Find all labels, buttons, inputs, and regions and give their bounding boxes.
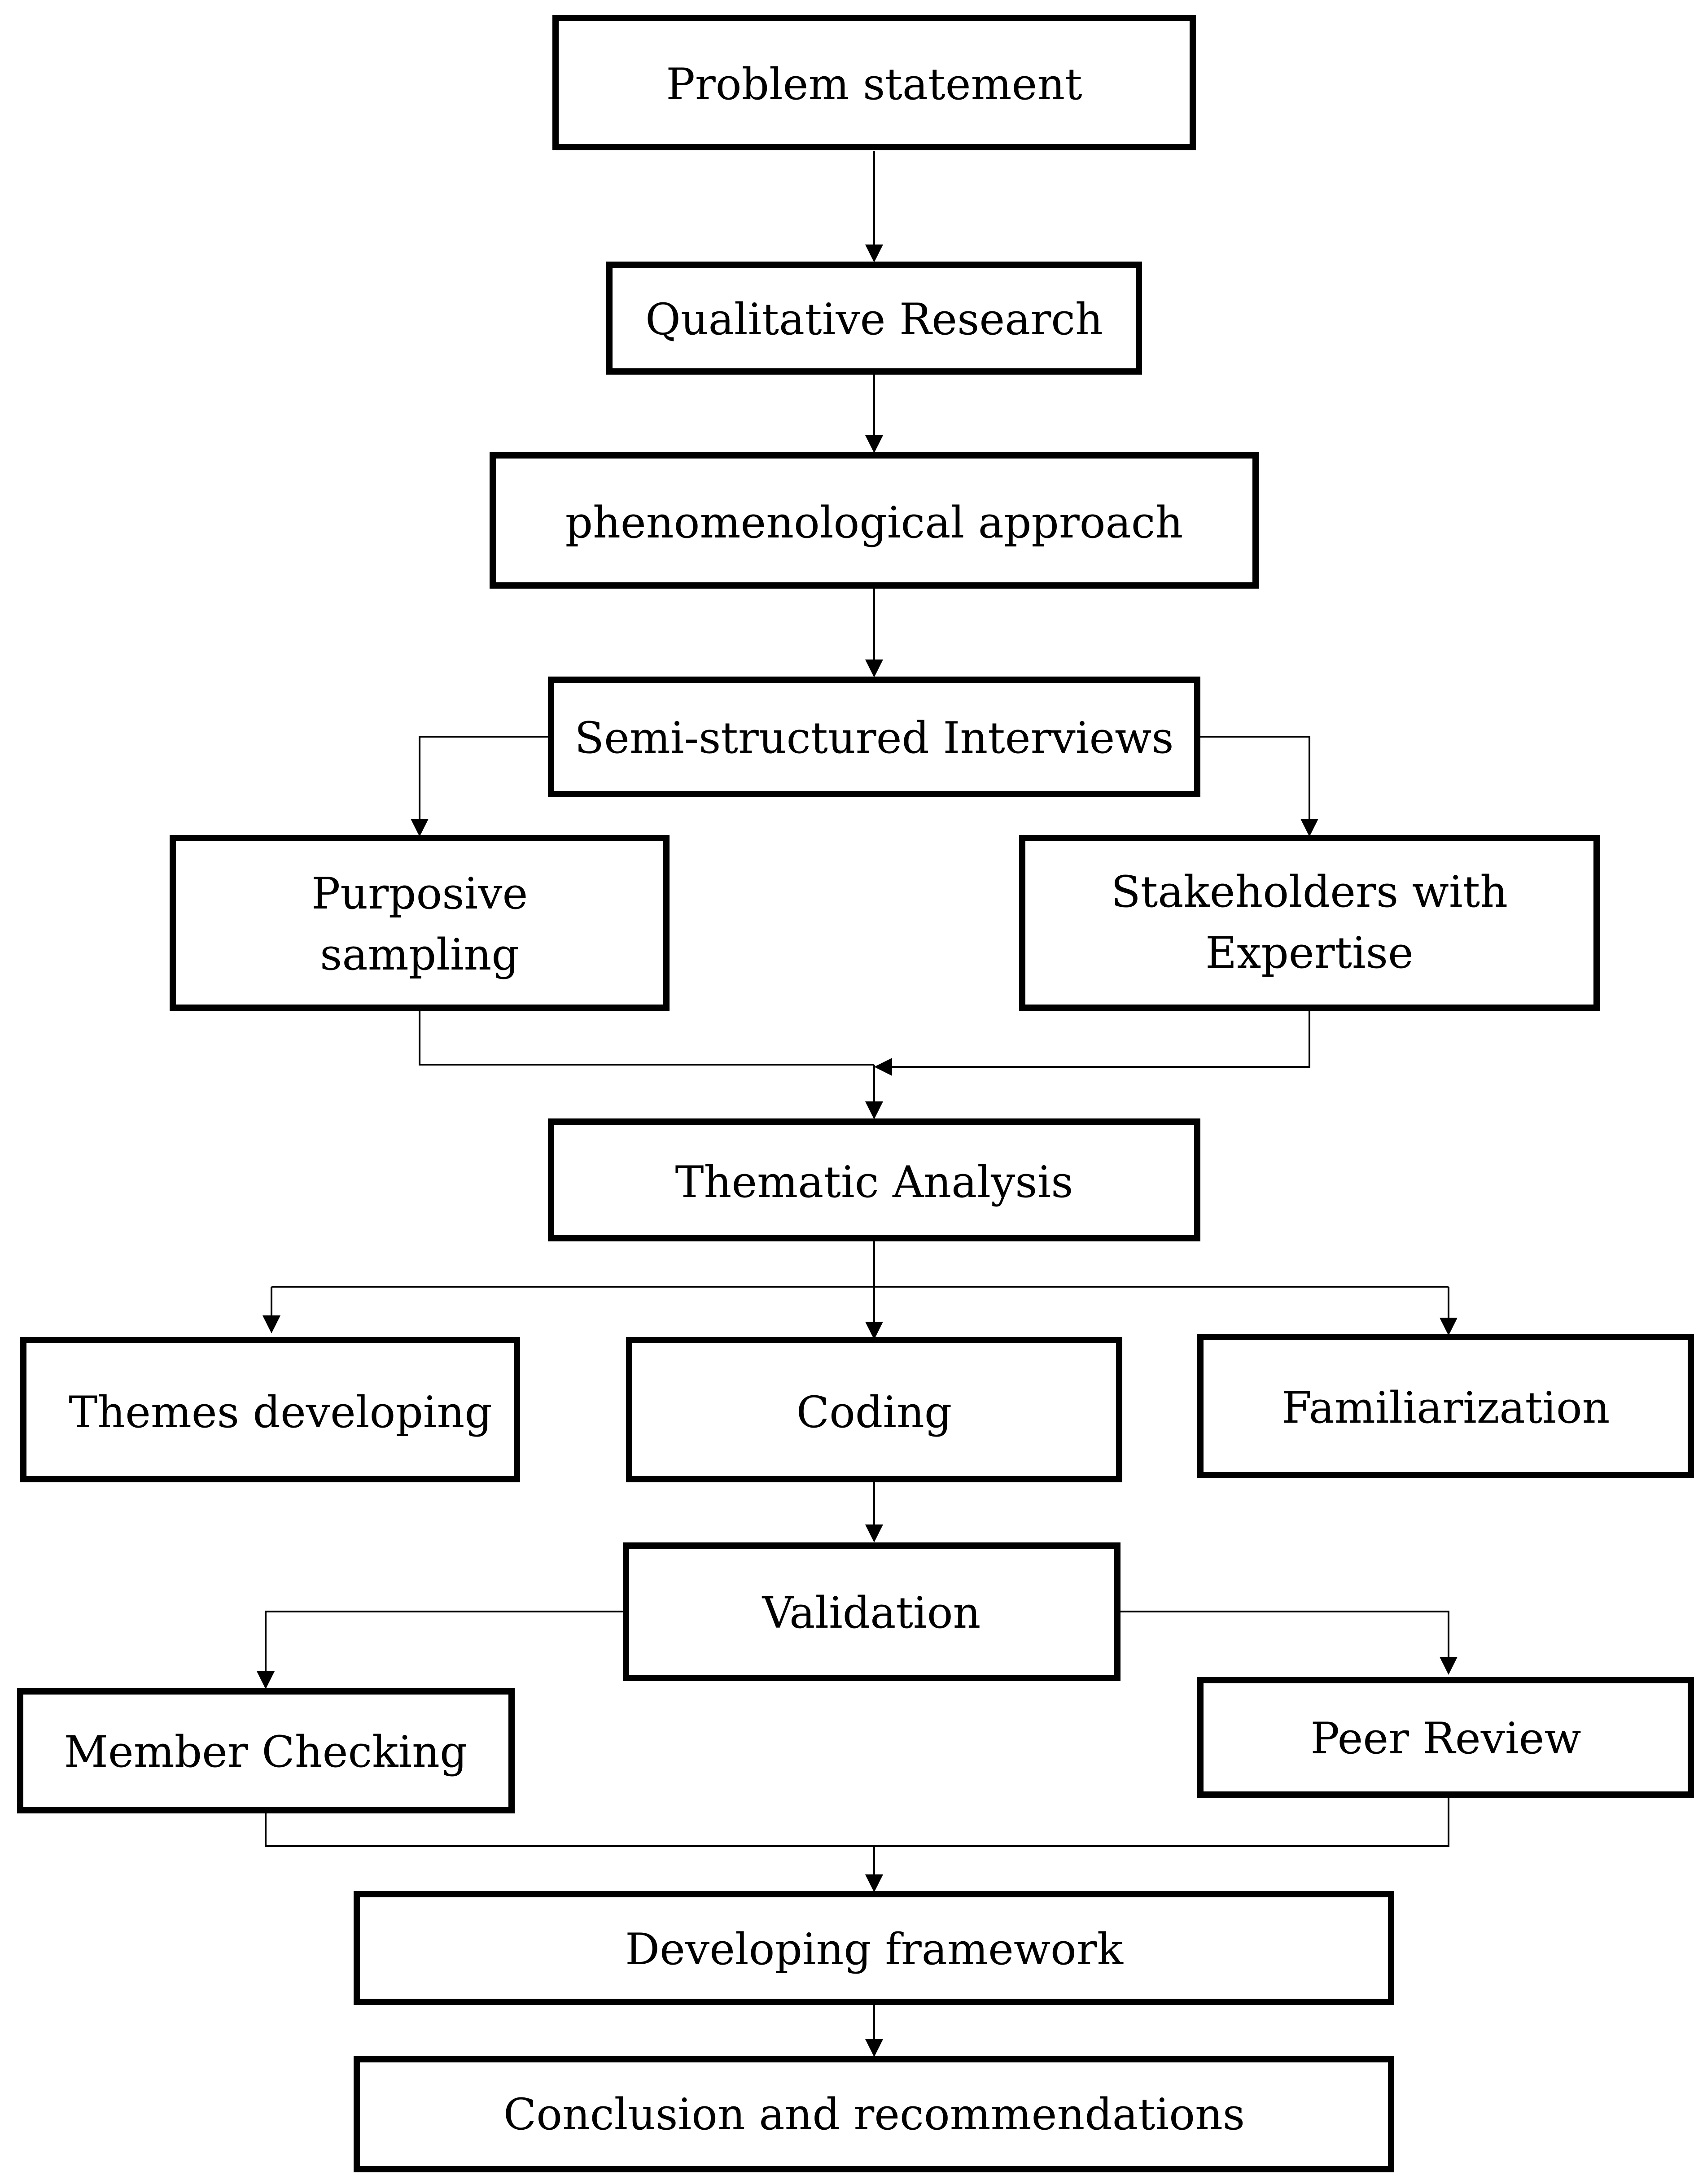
arrowhead-thematic xyxy=(865,1101,883,1119)
arrowhead-member xyxy=(257,1671,275,1689)
node-purposive-sampling-label-line1: Purposive xyxy=(311,869,528,919)
arrowhead-conclusion xyxy=(865,2039,883,2057)
node-problem-statement-label: Problem statement xyxy=(666,59,1082,109)
node-themes-developing: Themes developing xyxy=(20,1337,520,1482)
node-semi-structured-interviews-label: Semi-structured Interviews xyxy=(574,713,1173,763)
node-validation: Validation xyxy=(623,1542,1120,1681)
node-peer-review-label: Peer Review xyxy=(1310,1713,1581,1764)
arrowhead-purposive xyxy=(411,819,429,837)
arrowhead-framework xyxy=(865,1874,883,1892)
arrowhead-interviews xyxy=(865,660,883,677)
arrowhead-coding xyxy=(865,1322,883,1340)
arrowhead-themes xyxy=(263,1315,280,1333)
node-purposive-sampling: Purposive sampling xyxy=(170,835,670,1011)
connector-validation-to-member xyxy=(265,1611,626,1671)
node-stakeholders-expertise-label-line1: Stakeholders with xyxy=(1111,867,1508,917)
node-developing-framework: Developing framework xyxy=(354,1891,1394,2005)
node-stakeholders-expertise-label-line2: Expertise xyxy=(1205,928,1414,978)
node-thematic-analysis-label: Thematic Analysis xyxy=(675,1157,1073,1207)
arrowhead-stakeholders xyxy=(1300,819,1318,837)
connector-member-merge xyxy=(265,1797,1449,1847)
arrowhead-validation xyxy=(865,1524,883,1542)
node-phenomenological-approach-label: phenomenological approach xyxy=(565,498,1183,548)
node-thematic-analysis: Thematic Analysis xyxy=(548,1118,1200,1241)
connector-interviews-to-stakeholders xyxy=(1196,736,1310,819)
node-conclusion-recommendations: Conclusion and recommendations xyxy=(354,2056,1394,2172)
arrowhead-merge-left xyxy=(874,1058,892,1076)
node-stakeholders-expertise: Stakeholders with Expertise xyxy=(1019,835,1600,1011)
connector-interviews-to-purposive xyxy=(419,736,550,819)
connector-stakeholders-merge xyxy=(892,1007,1310,1068)
connectors xyxy=(257,151,1458,2057)
node-coding-label: Coding xyxy=(797,1387,952,1437)
node-developing-framework-label: Developing framework xyxy=(625,1924,1124,1974)
connector-validation-to-peer xyxy=(1117,1611,1449,1657)
node-coding: Coding xyxy=(626,1337,1122,1482)
connector-purposive-merge xyxy=(419,1007,874,1066)
arrowhead-peer xyxy=(1440,1657,1458,1675)
arrowhead-qualitative xyxy=(865,245,883,262)
node-themes-developing-label: Themes developing xyxy=(69,1387,492,1437)
node-problem-statement: Problem statement xyxy=(552,15,1196,150)
node-phenomenological-approach: phenomenological approach xyxy=(490,452,1259,589)
node-peer-review: Peer Review xyxy=(1197,1677,1694,1798)
node-familiarization-label: Familiarization xyxy=(1282,1383,1610,1433)
node-qualitative-research: Qualitative Research xyxy=(606,262,1142,375)
node-semi-structured-interviews: Semi-structured Interviews xyxy=(548,677,1200,797)
node-purposive-sampling-label-line2: sampling xyxy=(320,930,519,980)
node-familiarization: Familiarization xyxy=(1197,1334,1694,1478)
node-member-checking-label: Member Checking xyxy=(64,1727,468,1777)
node-validation-label: Validation xyxy=(762,1588,981,1638)
arrowhead-phenomenological xyxy=(865,435,883,453)
arrowhead-familiarization xyxy=(1440,1318,1458,1336)
node-member-checking: Member Checking xyxy=(17,1688,515,1813)
node-qualitative-research-label: Qualitative Research xyxy=(645,294,1103,345)
node-conclusion-recommendations-label: Conclusion and recommendations xyxy=(503,2089,1245,2140)
